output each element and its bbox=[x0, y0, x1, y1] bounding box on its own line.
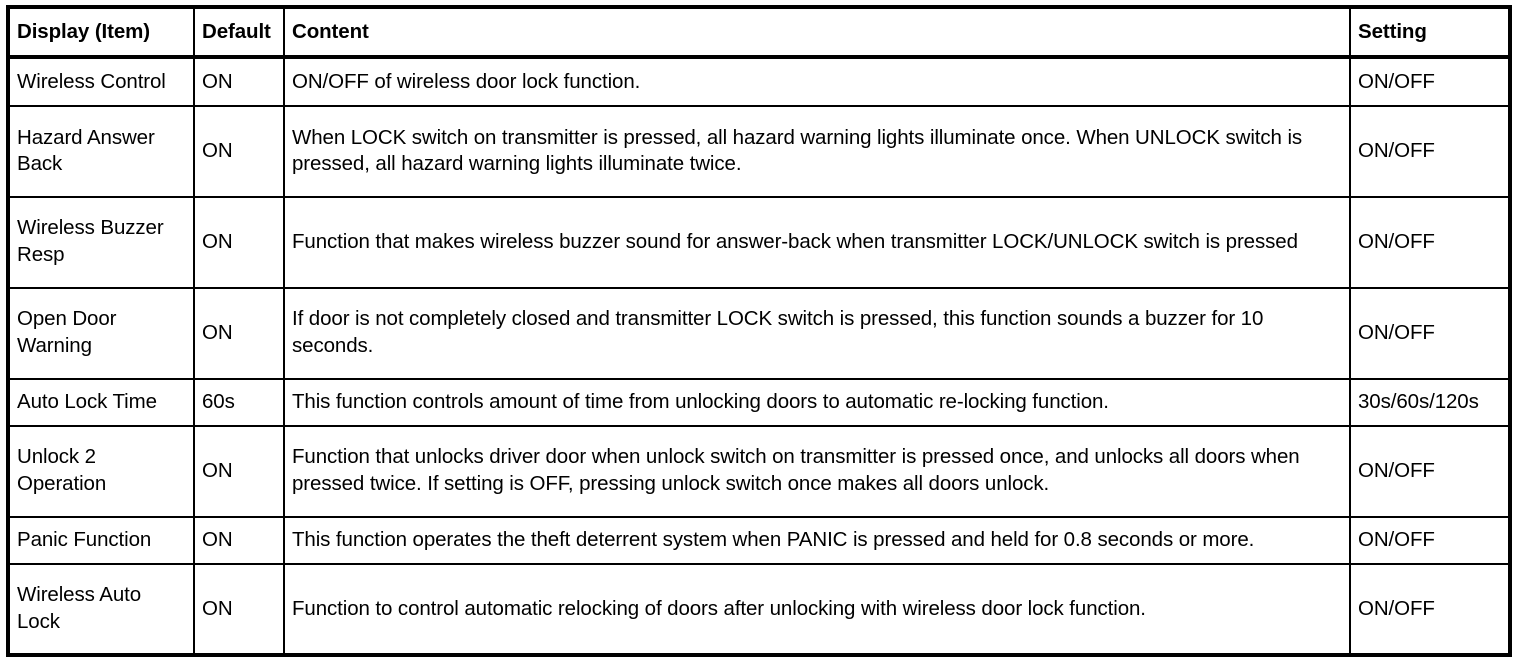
cell-display-item: Wireless Buzzer Resp bbox=[10, 196, 195, 289]
cell-content: If door is not completely closed and tra… bbox=[284, 287, 1351, 380]
cell-content: This function operates the theft deterre… bbox=[284, 516, 1351, 565]
table-row: Panic Function ON This function operates… bbox=[10, 516, 1508, 565]
table-header-row: Display (Item) Default Content Setting bbox=[10, 9, 1508, 59]
cell-setting: ON/OFF bbox=[1350, 425, 1508, 518]
cell-default: ON bbox=[194, 105, 285, 198]
cell-setting: 30s/60s/120s bbox=[1350, 378, 1508, 427]
settings-spec-table: Display (Item) Default Content Setting W… bbox=[10, 9, 1508, 653]
table-header: Display (Item) Default Content Setting bbox=[10, 9, 1508, 59]
table-body: Wireless Control ON ON/OFF of wireless d… bbox=[10, 57, 1508, 653]
cell-content: When LOCK switch on transmitter is press… bbox=[284, 105, 1351, 198]
cell-display-item: Auto Lock Time bbox=[10, 378, 195, 427]
content-text: If door is not completely closed and tra… bbox=[292, 307, 1264, 358]
content-text: This function operates the theft deterre… bbox=[292, 527, 1255, 551]
cell-setting: ON/OFF bbox=[1350, 516, 1508, 565]
cell-setting: ON/OFF bbox=[1358, 596, 1435, 620]
table-row: Unlock 2 Operation ON Function that unlo… bbox=[10, 425, 1508, 518]
cell-content: Function that makes wireless buzzer soun… bbox=[284, 196, 1351, 289]
content-text: Function to control automatic relocking … bbox=[292, 596, 1146, 620]
display-item-text: Panic Function bbox=[17, 527, 152, 551]
display-item-text: Wireless Buzzer Resp bbox=[17, 216, 164, 267]
cell-display-item: Panic Function bbox=[10, 516, 195, 565]
content-text: ON/OFF of wireless door lock function. bbox=[292, 69, 641, 93]
content-text: Function that makes wireless buzzer soun… bbox=[292, 229, 1298, 253]
cell-display-item: Wireless Control bbox=[10, 57, 195, 107]
cell-default: ON bbox=[194, 57, 285, 107]
display-item-text: Hazard Answer Back bbox=[17, 125, 155, 176]
content-text: Function that unlocks driver door when u… bbox=[292, 445, 1300, 496]
display-item-text: Auto Lock Time bbox=[17, 389, 157, 413]
column-header-content: Content bbox=[284, 9, 1351, 59]
cell-setting: ON/OFF bbox=[1350, 196, 1508, 289]
cell-default: ON bbox=[194, 516, 285, 565]
cell-default: ON bbox=[194, 563, 285, 653]
cell-setting: ON/OFF bbox=[1350, 57, 1508, 107]
cell-setting: ON/OFF bbox=[1350, 287, 1508, 380]
cell-default: ON bbox=[194, 196, 285, 289]
cell-content: ON/OFF of wireless door lock function. bbox=[284, 57, 1351, 107]
column-header-display-item: Display (Item) bbox=[10, 9, 195, 59]
cell-default: ON bbox=[194, 425, 285, 518]
cell-default: ON bbox=[194, 287, 285, 380]
table-row: Hazard Answer Back ON When LOCK switch o… bbox=[10, 105, 1508, 198]
table-row: Open Door Warning ON If door is not comp… bbox=[10, 287, 1508, 380]
display-item-text: Unlock 2 Operation bbox=[17, 445, 107, 496]
cell-display-item: Open Door Warning bbox=[10, 287, 195, 380]
content-text: When LOCK switch on transmitter is press… bbox=[292, 125, 1303, 176]
display-item-text: Open Door Warning bbox=[17, 307, 117, 358]
column-header-setting: Setting bbox=[1350, 9, 1508, 59]
cell-display-item: Unlock 2 Operation bbox=[10, 425, 195, 518]
settings-spec-table-container: Display (Item) Default Content Setting W… bbox=[6, 5, 1512, 657]
cell-display-item: Wireless Auto Lock bbox=[10, 563, 195, 653]
cell-content: Function that unlocks driver door when u… bbox=[284, 425, 1351, 518]
table-row: Wireless Auto Lock ON Function to contro… bbox=[10, 563, 1508, 653]
content-text: This function controls amount of time fr… bbox=[292, 389, 1109, 413]
table-row: Wireless Buzzer Resp ON Function that ma… bbox=[10, 196, 1508, 289]
cell-content: This function controls amount of time fr… bbox=[284, 378, 1351, 427]
table-row: Wireless Control ON ON/OFF of wireless d… bbox=[10, 57, 1508, 107]
cell-content: Function to control automatic relocking … bbox=[284, 563, 1351, 653]
cell-setting: ON/OFF bbox=[1350, 105, 1508, 198]
display-item-text: Wireless Control bbox=[17, 69, 166, 93]
display-item-text: Wireless Auto Lock bbox=[17, 583, 142, 633]
column-header-default: Default bbox=[194, 9, 285, 59]
table-row: Auto Lock Time 60s This function control… bbox=[10, 378, 1508, 427]
cell-display-item: Hazard Answer Back bbox=[10, 105, 195, 198]
cell-default: 60s bbox=[194, 378, 285, 427]
